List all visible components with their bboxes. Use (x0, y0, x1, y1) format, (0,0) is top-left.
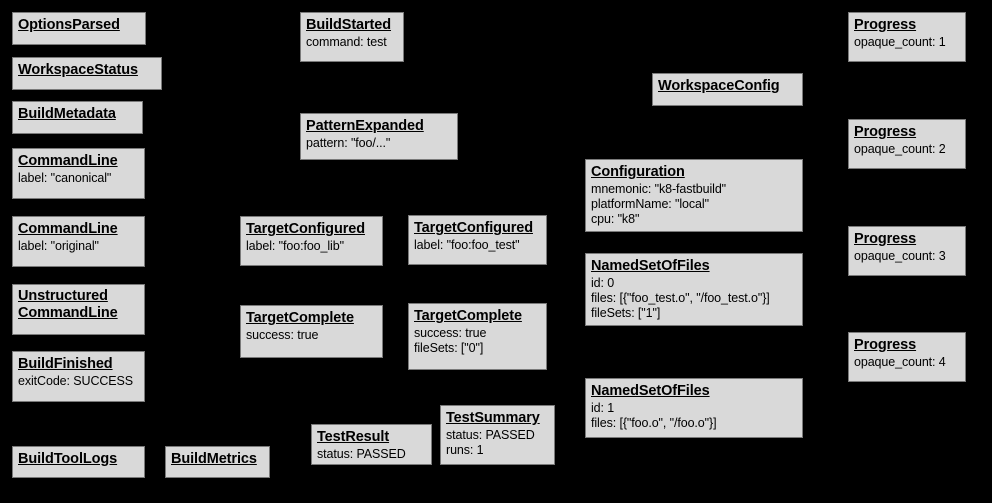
event-node-workspace-config[interactable]: WorkspaceConfig (652, 73, 803, 106)
event-node-fields: label: "foo:foo_test" (414, 238, 541, 253)
event-node-fields: success: true (246, 328, 377, 343)
event-node-field: status: PASSED (317, 447, 406, 461)
event-node-fields: label: "foo:foo_lib" (246, 239, 377, 254)
event-node-field: label: "original" (18, 239, 99, 253)
event-node-fields: opaque_count: 1 (854, 35, 960, 50)
event-node-field: fileSets: ["1"] (591, 306, 661, 320)
event-node-pattern-expanded[interactable]: PatternExpanded pattern: "foo/..." (300, 113, 458, 160)
event-node-title: Progress (854, 337, 917, 353)
event-node-field: label: "foo:foo_test" (414, 238, 520, 252)
event-node-title: CommandLine (18, 221, 118, 237)
event-node-workspace-status[interactable]: WorkspaceStatus (12, 57, 162, 90)
event-node-field: id: 1 (591, 401, 615, 415)
event-node-progress-4[interactable]: Progress opaque_count: 4 (848, 332, 966, 382)
event-node-field: files: [{"foo_test.o", "/foo_test.o"}] (591, 291, 770, 305)
event-node-field: opaque_count: 3 (854, 249, 946, 263)
event-node-fields: pattern: "foo/..." (306, 136, 452, 151)
event-node-test-result[interactable]: TestResult status: PASSED (311, 424, 432, 465)
event-node-field: success: true (246, 328, 319, 342)
event-node-title: TargetConfigured (246, 221, 365, 237)
event-node-title: TargetConfigured (414, 220, 533, 236)
event-node-field: pattern: "foo/..." (306, 136, 391, 150)
event-node-build-finished[interactable]: BuildFinished exitCode: SUCCESS (12, 351, 145, 402)
event-node-target-configured-foo-test[interactable]: TargetConfigured label: "foo:foo_test" (408, 215, 547, 265)
event-node-field: fileSets: ["0"] (414, 341, 484, 355)
event-node-title: TargetComplete (246, 310, 354, 326)
event-node-title: NamedSetOfFiles (591, 383, 710, 399)
event-node-progress-1[interactable]: Progress opaque_count: 1 (848, 12, 966, 62)
event-node-title: TestResult (317, 429, 390, 445)
event-node-field: cpu: "k8" (591, 212, 640, 226)
event-node-fields: command: test (306, 35, 398, 50)
event-node-title: BuildFinished (18, 356, 113, 372)
event-node-field: id: 0 (591, 276, 615, 290)
event-node-configuration[interactable]: Configuration mnemonic: "k8-fastbuild"pla… (585, 159, 803, 232)
event-node-target-configured-foo-lib[interactable]: TargetConfigured label: "foo:foo_lib" (240, 216, 383, 266)
event-node-unstructured-command-line[interactable]: Unstructured CommandLine (12, 284, 145, 335)
event-node-fields: opaque_count: 3 (854, 249, 960, 264)
event-node-fields: status: PASSED (317, 447, 426, 462)
event-node-fields: opaque_count: 4 (854, 355, 960, 370)
event-node-build-metadata[interactable]: BuildMetadata (12, 101, 143, 134)
event-node-field: mnemonic: "k8-fastbuild" (591, 182, 727, 196)
event-node-field: opaque_count: 4 (854, 355, 946, 369)
event-node-command-line-canonical[interactable]: CommandLine label: "canonical" (12, 148, 145, 199)
event-node-title: CommandLine (18, 153, 118, 169)
event-node-fields: exitCode: SUCCESS (18, 374, 139, 389)
event-node-field: command: test (306, 35, 387, 49)
event-node-title: WorkspaceStatus (18, 62, 138, 78)
event-node-command-line-original[interactable]: CommandLine label: "original" (12, 216, 145, 267)
event-node-title: OptionsParsed (18, 17, 120, 33)
event-node-title: BuildMetrics (171, 451, 257, 467)
event-node-title: Unstructured CommandLine (18, 288, 118, 321)
event-node-field: files: [{"foo.o", "/foo.o"}] (591, 416, 717, 430)
event-node-title: PatternExpanded (306, 118, 424, 134)
event-node-field: exitCode: SUCCESS (18, 374, 134, 388)
event-node-target-complete-foo-lib[interactable]: TargetComplete success: true (240, 305, 383, 358)
event-node-title: Configuration (591, 164, 685, 180)
event-node-fields: label: "canonical" (18, 171, 139, 186)
event-node-title: Progress (854, 231, 917, 247)
event-node-title: BuildMetadata (18, 106, 116, 122)
event-node-progress-2[interactable]: Progress opaque_count: 2 (848, 119, 966, 169)
event-node-title: BuildToolLogs (18, 451, 118, 467)
event-node-title: TestSummary (446, 410, 540, 426)
event-node-title: TargetComplete (414, 308, 522, 324)
event-node-title: BuildStarted (306, 17, 392, 33)
event-node-field: platformName: "local" (591, 197, 709, 211)
event-node-fields: label: "original" (18, 239, 139, 254)
event-node-field: runs: 1 (446, 443, 484, 457)
event-node-field: label: "canonical" (18, 171, 112, 185)
event-node-title: WorkspaceConfig (658, 78, 780, 94)
event-node-title: Progress (854, 17, 917, 33)
event-node-field: opaque_count: 1 (854, 35, 946, 49)
event-node-field: opaque_count: 2 (854, 142, 946, 156)
event-node-build-metrics[interactable]: BuildMetrics (165, 446, 270, 478)
event-node-build-tool-logs[interactable]: BuildToolLogs (12, 446, 145, 478)
event-node-options-parsed[interactable]: OptionsParsed (12, 12, 146, 45)
event-node-field: status: PASSED (446, 428, 535, 442)
event-node-field: success: true (414, 326, 487, 340)
event-node-fields: mnemonic: "k8-fastbuild"platformName: "l… (591, 182, 797, 227)
event-node-fields: opaque_count: 2 (854, 142, 960, 157)
event-node-progress-3[interactable]: Progress opaque_count: 3 (848, 226, 966, 276)
event-node-field: label: "foo:foo_lib" (246, 239, 344, 253)
event-node-build-started[interactable]: BuildStarted command: test (300, 12, 404, 62)
event-node-title: NamedSetOfFiles (591, 258, 710, 274)
event-node-title: Progress (854, 124, 917, 140)
